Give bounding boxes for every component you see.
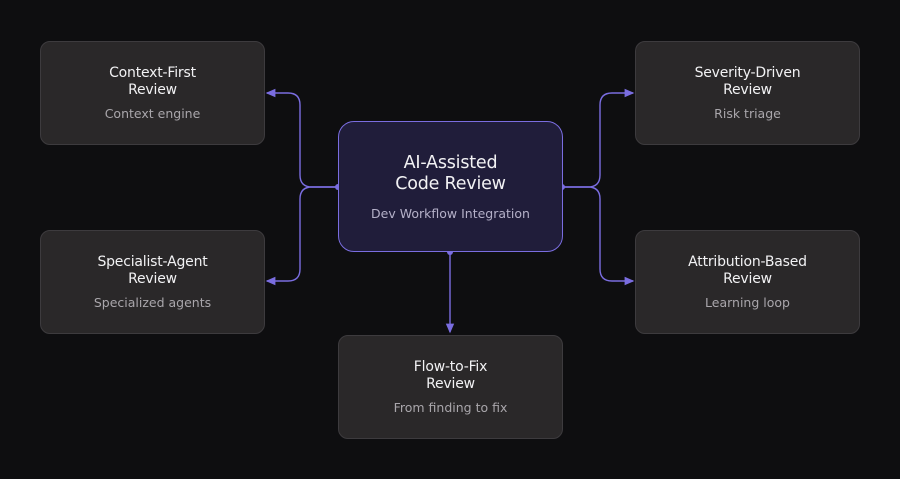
- node-title: Specialist-Agent: [97, 254, 208, 270]
- center-title-2: Code Review: [395, 173, 506, 194]
- node-title: Flow-to-Fix: [413, 359, 488, 375]
- node-title: Review: [128, 271, 177, 287]
- node-attribution-based[interactable]: Attribution-Based Review Learning loop: [635, 230, 860, 334]
- node-title: Severity-Driven: [694, 65, 801, 81]
- center-node[interactable]: AI-Assisted Code Review Dev Workflow Int…: [338, 121, 563, 252]
- node-title: Review: [426, 376, 475, 392]
- node-subtitle: From finding to fix: [393, 400, 508, 415]
- node-severity-driven[interactable]: Severity-Driven Review Risk triage: [635, 41, 860, 145]
- node-specialist-agent[interactable]: Specialist-Agent Review Specialized agen…: [40, 230, 265, 334]
- node-subtitle: Specialized agents: [93, 295, 212, 310]
- link-severity-driven: [562, 88, 635, 188]
- node-title: Review: [128, 82, 177, 98]
- node-title: Context-First: [109, 65, 196, 81]
- node-flow-to-fix[interactable]: Flow-to-Fix Review From finding to fix: [338, 335, 563, 439]
- node-subtitle: Risk triage: [714, 106, 781, 121]
- node-context-first[interactable]: Context-First Review Context engine: [40, 41, 265, 145]
- link-attribution-based: [562, 186, 635, 286]
- node-title: Review: [723, 82, 772, 98]
- link-context-first: [265, 88, 338, 188]
- node-title: Review: [723, 271, 772, 287]
- node-subtitle: Context engine: [104, 106, 201, 121]
- node-title: Attribution-Based: [688, 254, 807, 270]
- center-subtitle: Dev Workflow Integration: [371, 205, 530, 221]
- node-subtitle: Learning loop: [705, 295, 790, 310]
- center-title-1: AI-Assisted: [403, 152, 498, 173]
- link-specialist-agent: [265, 186, 338, 286]
